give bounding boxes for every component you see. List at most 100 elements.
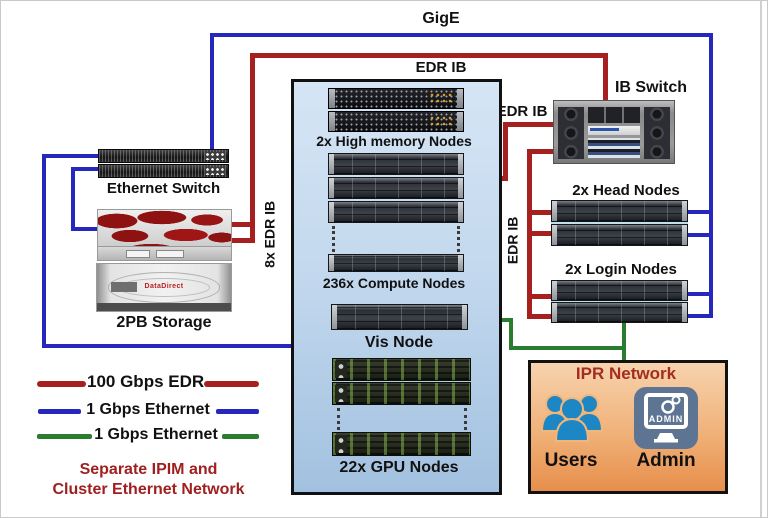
continuation-dots-right xyxy=(457,226,460,252)
ethernet-switch-unit-2 xyxy=(98,164,229,178)
edr-stub-head1 xyxy=(532,210,551,215)
ethernet-switch-unit-1 xyxy=(98,149,229,163)
edr-8x-label: 8x EDR IB xyxy=(261,200,278,268)
compute-node-rack-2 xyxy=(328,177,464,199)
legend-swatch-ipr-left xyxy=(37,434,92,439)
compute-node-rack-3 xyxy=(328,201,464,223)
edr-trunk-stub-switch xyxy=(527,149,553,154)
head-node-rack-2 xyxy=(551,224,688,246)
admin-label: Admin xyxy=(636,450,696,471)
edr-ib-link-label: EDR IB xyxy=(496,103,548,120)
ethernet-switch-label: Ethernet Switch xyxy=(106,180,221,197)
ipr-network-title: IPR Network xyxy=(575,364,677,383)
gige-line-right-rail xyxy=(709,33,713,318)
ipr-line-drop xyxy=(509,318,513,350)
edr-stub-storage2 xyxy=(231,238,255,243)
management-band xyxy=(588,126,640,135)
high-memory-node-2 xyxy=(328,111,464,132)
ethernet-stub-head2-right xyxy=(688,233,709,237)
legend-swatch-edr-left xyxy=(37,381,86,387)
rack-ear xyxy=(457,89,463,108)
storage-controller-image xyxy=(97,209,232,261)
continuation-dots-left xyxy=(332,226,335,252)
gpu-nodes-label: 22x GPU Nodes xyxy=(339,459,459,476)
note-line-1: Separate IPIM and xyxy=(79,461,218,478)
port-leds xyxy=(429,92,455,105)
legend-label-edr: 100 Gbps EDR xyxy=(87,372,205,391)
legend-label-eth: 1 Gbps Ethernet xyxy=(86,401,210,418)
ethernet-stub-login2-right xyxy=(688,314,709,318)
edr-ib-trunk-label: EDR IB xyxy=(504,216,521,265)
gpu-node-rack-n xyxy=(332,432,471,456)
edr-line-compute-riser xyxy=(503,122,508,181)
ethernet-line-bottom xyxy=(42,344,304,348)
ethernet-stub-head1-right xyxy=(688,210,709,214)
vis-node-rack xyxy=(331,304,468,330)
storage-label: 2PB Storage xyxy=(116,314,212,331)
edr-line-storage-riser xyxy=(250,53,255,243)
high-memory-node-1 xyxy=(328,88,464,109)
fan-column xyxy=(558,107,584,159)
head-nodes-label: 2x Head Nodes xyxy=(572,182,680,199)
legend-swatch-eth-right xyxy=(216,409,259,414)
gpu-node-rack-2 xyxy=(332,382,471,405)
gige-label: GigE xyxy=(422,10,460,27)
edr-line-top xyxy=(250,53,608,58)
edr-stub-login2 xyxy=(527,314,551,319)
admin-icon: ADMIN xyxy=(634,387,698,449)
continuation-dots-left xyxy=(337,408,340,430)
ethernet-bracket-vert xyxy=(71,167,75,231)
ipr-line-horizontal xyxy=(509,346,626,350)
rack-ear xyxy=(329,112,335,131)
compute-nodes-label: 236x Compute Nodes xyxy=(322,275,466,291)
users-icon xyxy=(540,394,604,442)
edr-stub-storage1 xyxy=(231,222,255,227)
rack-ear xyxy=(329,89,335,108)
ethernet-stub-login1-right xyxy=(688,292,709,296)
edr-line-to-ibswitch-left xyxy=(503,122,553,127)
gpu-node-rack-1 xyxy=(332,358,471,381)
enclosure-arc xyxy=(107,272,221,303)
edr-stub-head2 xyxy=(532,231,551,236)
admin-monitor-graphic xyxy=(644,393,688,443)
enclosure-handle xyxy=(111,281,137,292)
login-node-rack-1 xyxy=(551,280,688,301)
high-memory-label: 2x High memory Nodes xyxy=(316,133,472,149)
edr-line-to-ibswitch-top xyxy=(603,53,608,101)
gige-line-to-ethernet-switch xyxy=(210,33,214,151)
module-slots xyxy=(588,107,640,123)
continuation-dots-right xyxy=(464,408,467,430)
edr-trunk-vertical xyxy=(527,149,532,319)
legend-label-ipr: 1 Gbps Ethernet xyxy=(94,426,218,443)
switch-port-block xyxy=(205,152,225,160)
login-nodes-label: 2x Login Nodes xyxy=(565,261,677,278)
rack-ear xyxy=(457,112,463,131)
legend-swatch-edr-right xyxy=(204,381,259,387)
gige-line-top xyxy=(212,33,713,37)
storage-display-strip xyxy=(98,246,231,260)
switch-port-block xyxy=(205,167,225,175)
vis-node-label: Vis Node xyxy=(364,334,434,351)
ipr-line-login-to-box xyxy=(622,323,626,362)
storage-brand-text: DataDirect xyxy=(144,282,184,290)
leaf-modules xyxy=(588,138,640,158)
edr-stub-login1 xyxy=(532,294,551,299)
note-line-2: Cluster Ethernet Network xyxy=(52,481,245,498)
ethernet-bracket-bottom xyxy=(71,227,98,231)
legend-swatch-eth-left xyxy=(38,409,81,414)
compute-node-rack-n xyxy=(328,254,464,272)
compute-node-rack-1 xyxy=(328,153,464,175)
ib-switch-image xyxy=(553,100,675,164)
legend-swatch-ipr-right xyxy=(222,434,259,439)
ib-switch-label: IB Switch xyxy=(614,79,687,96)
slide-edge-line xyxy=(760,1,762,517)
head-node-rack-1 xyxy=(551,200,688,222)
admin-screen-text: ADMIN xyxy=(648,414,684,424)
login-node-rack-2 xyxy=(551,302,688,323)
fan-column xyxy=(644,107,670,159)
edr-ib-top-label: EDR IB xyxy=(415,59,467,76)
storage-enclosure-image: DataDirect xyxy=(96,263,232,312)
ethernet-line-switch-left xyxy=(42,154,99,158)
ethernet-line-left-rail xyxy=(42,154,46,348)
